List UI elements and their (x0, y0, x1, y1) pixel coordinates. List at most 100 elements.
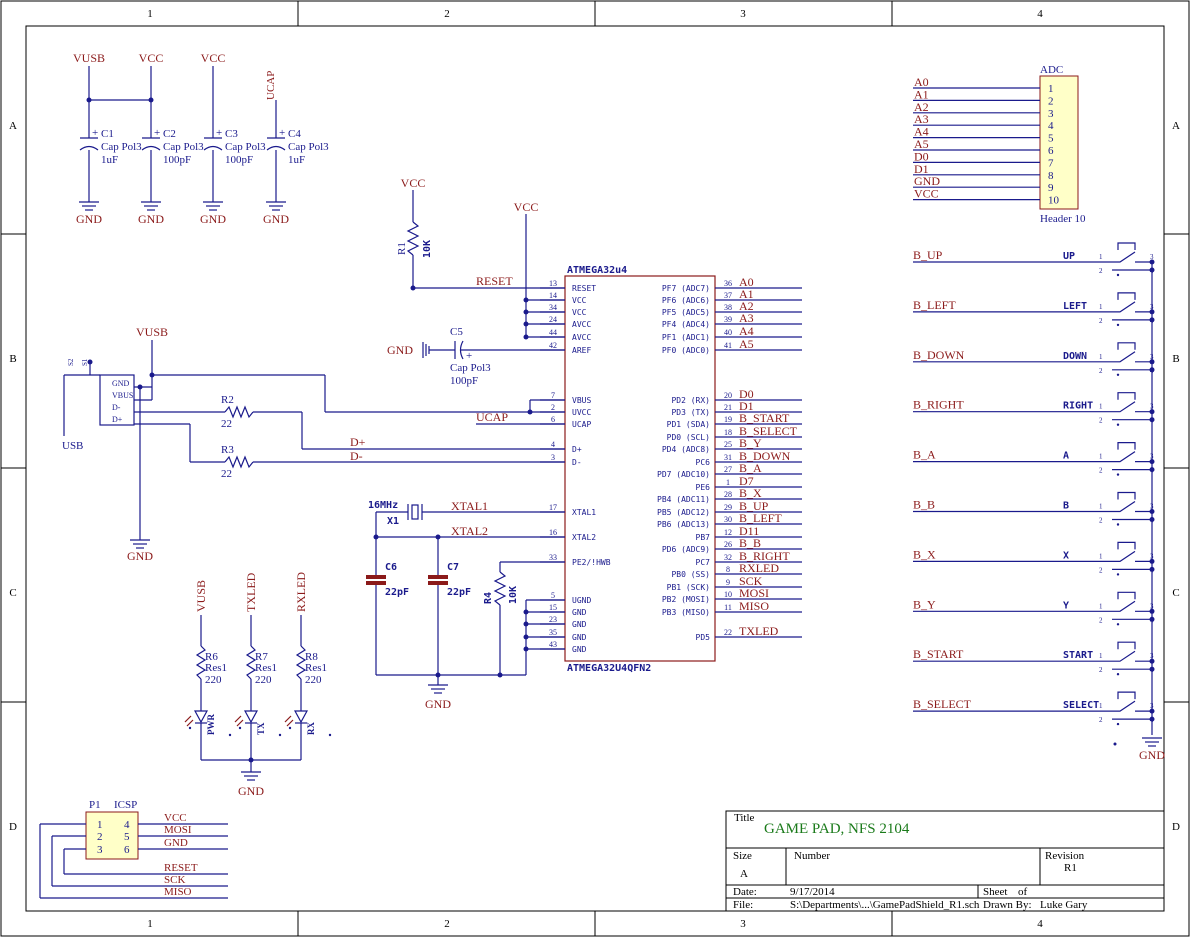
mcu-pin-number: 38 (724, 303, 732, 312)
adc-pin-number: 2 (1048, 95, 1054, 107)
title-label: Title (734, 812, 755, 824)
pin-marker (1116, 673, 1120, 676)
mcu-pin-number: 4 (551, 440, 555, 449)
button-contact (1112, 550, 1136, 563)
junction-dot (1149, 716, 1155, 722)
led-diode (193, 710, 209, 724)
button-net-label: B_X (913, 547, 936, 561)
date-value: 9/17/2014 (790, 886, 835, 898)
mcu-net-label: B_START (739, 411, 790, 425)
pin-marker (1116, 722, 1120, 726)
button-pin: 2 (1099, 517, 1103, 525)
junction-dot (1149, 317, 1155, 323)
button-actuator (1117, 591, 1136, 600)
adc-header-body (1039, 75, 1079, 210)
button-contact (1112, 451, 1136, 463)
title-block: Title GAME PAD, NFS 2104 Size A Number R… (725, 810, 1165, 912)
usb-shell-pin: S2 (67, 358, 75, 366)
cap-type: Cap Pol3 (101, 141, 142, 153)
junction-dot (1149, 708, 1155, 714)
mcu-net-label: B_B (739, 536, 761, 550)
mcu-pin-number: 23 (549, 615, 557, 624)
mcu-net-label: MOSI (739, 586, 769, 600)
gnd-label: GND (76, 212, 102, 226)
led-resistor (245, 645, 257, 680)
mcu-pin-number: 1 (726, 478, 730, 487)
button-net-label: B_A (913, 448, 936, 462)
gnd-label: GND (200, 212, 226, 226)
icsp-net: MISO (164, 886, 192, 898)
pin-marker (1116, 623, 1120, 626)
mcu-net-label: B_DOWN (739, 449, 791, 463)
mcu-body (564, 275, 716, 662)
adc-pin-number: 4 (1048, 120, 1054, 132)
gnd-label: GND (1139, 748, 1165, 762)
mcu-net-label: D7 (739, 474, 754, 488)
file-label: File: (733, 899, 753, 911)
icsp-pin: 6 (124, 844, 130, 856)
mcu-pin-label: PB2 (MOSI) (662, 595, 710, 604)
adc-net-label: A2 (914, 100, 929, 114)
button-label: UP (1063, 251, 1075, 262)
r3-value: 22 (221, 468, 232, 480)
mcu-pin-label: GND (572, 620, 587, 629)
mcu-net-label: A2 (739, 299, 754, 313)
col-label-bottom: 2 (444, 918, 450, 930)
net-dplus-label: D+ (350, 435, 366, 449)
led-resistor-type: Res1 (255, 662, 277, 674)
adc-pin-number: 7 (1048, 157, 1054, 169)
mcu-pin-number: 16 (549, 528, 557, 537)
button-label: B (1063, 501, 1069, 512)
mcu-pin-number: 20 (724, 391, 732, 400)
mcu-pin-label: PD1 (SDA) (667, 420, 710, 429)
cap-value: 1uF (101, 154, 118, 166)
mcu-pin-number: 6 (551, 415, 555, 424)
col-label-bottom: 4 (1037, 918, 1043, 930)
led-diode (293, 710, 309, 724)
button-pin: 2 (1099, 417, 1103, 425)
adc-net-label: D0 (914, 149, 929, 163)
row-label-right: A (1172, 120, 1180, 132)
mcu-pin-label: PB1 (SCK) (667, 583, 710, 592)
mcu-pin-number: 34 (549, 303, 557, 312)
mcu-pin-number: 7 (551, 391, 555, 400)
led-emission (186, 719, 194, 727)
mcu-pin-label: PC7 (696, 558, 711, 567)
icsp-net: SCK (164, 874, 185, 886)
junction-dot (1149, 259, 1155, 265)
net-vusb-label: VUSB (136, 325, 168, 339)
c5-type: Cap Pol3 (450, 362, 491, 374)
mcu-pin-label: GND (572, 645, 587, 654)
adc-pin-number: 6 (1048, 145, 1054, 157)
mcu-pin-number: 11 (724, 603, 732, 612)
decoupling-caps: VUSB VCC VCC UCAP + + + + C1 C2 C3 C4 Ca… (73, 51, 329, 226)
led-resistor-type: Res1 (205, 662, 227, 674)
cap-value: 1uF (288, 154, 305, 166)
mcu-pin-number: 35 (549, 628, 557, 637)
button-pin: 3 (1150, 303, 1154, 311)
col-label-top: 3 (740, 8, 746, 20)
button-actuator (1117, 691, 1136, 700)
mcu-pin-number: 21 (724, 403, 732, 412)
mcu-pin-number: 18 (724, 428, 732, 437)
button-label: DOWN (1063, 351, 1087, 362)
number-label: Number (794, 850, 830, 862)
cap-polarity: + (466, 350, 472, 362)
drawn-value: Luke Gary (1040, 899, 1088, 911)
junction-dot (1149, 359, 1155, 365)
led-resistor-value: 220 (255, 674, 272, 686)
adc-net-label: D1 (914, 162, 929, 176)
row-label-right: B (1172, 353, 1179, 365)
gnd-label: GND (138, 212, 164, 226)
pin-marker (228, 733, 232, 737)
mcu-pin-label: PC6 (696, 458, 711, 467)
adc-net-label: A0 (914, 75, 929, 89)
net-ucap-label: UCAP (476, 410, 508, 424)
mcu-net-label: B_UP (739, 499, 769, 513)
mcu-pin-number: 25 (724, 440, 732, 449)
adc-net-label: A3 (914, 112, 929, 126)
pin-marker (288, 726, 292, 730)
net-xtal1-label: XTAL1 (451, 499, 488, 513)
mcu-pin-label: PD6 (ADC9) (662, 545, 710, 554)
